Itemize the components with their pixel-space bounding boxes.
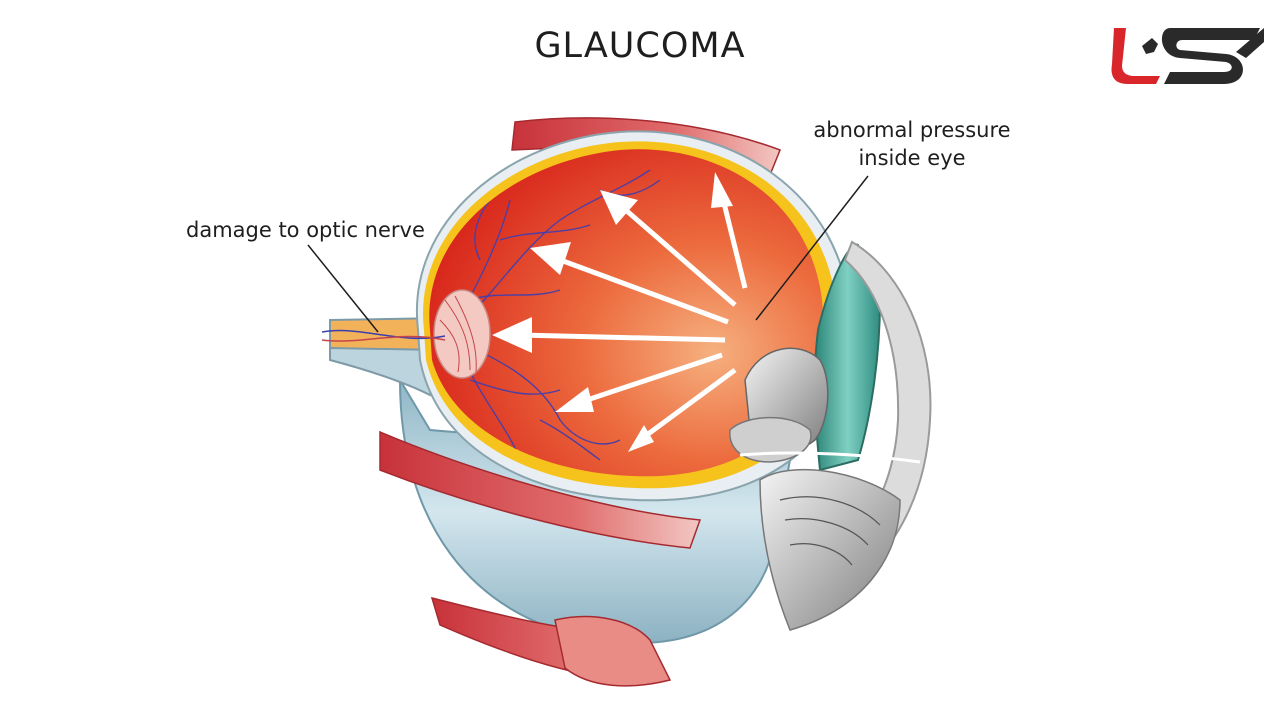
optic-disc	[433, 289, 491, 379]
iris-rings	[779, 496, 881, 566]
muscle-lower	[379, 430, 702, 549]
arrow-icon	[711, 172, 748, 289]
diagram-title: GLAUCOMA	[534, 26, 746, 66]
arrows	[492, 172, 748, 452]
arrow-icon	[600, 190, 737, 307]
arrow-icon	[628, 367, 737, 452]
arrow-icon	[530, 242, 729, 325]
muscle-bottom-2	[554, 615, 672, 687]
label-optic-nerve-damage: damage to optic nerve	[186, 218, 425, 242]
nerve-fibres	[321, 329, 446, 342]
leader-line-pressure	[755, 175, 869, 321]
arrow-icon	[555, 352, 723, 412]
optic-disc-vessels	[439, 295, 477, 373]
label-abnormal-pressure: abnormal pressure inside eye	[812, 116, 1012, 172]
label-pressure-line1: abnormal pressure	[813, 118, 1011, 142]
leader-line-nerve	[307, 244, 379, 333]
logo-mark	[1111, 28, 1264, 84]
lower-iris	[759, 468, 901, 631]
arrow-icon	[492, 317, 726, 353]
eyelid-line	[739, 451, 921, 464]
label-pressure-line2: inside eye	[858, 146, 966, 170]
optic-nerve-sheath	[329, 346, 442, 397]
